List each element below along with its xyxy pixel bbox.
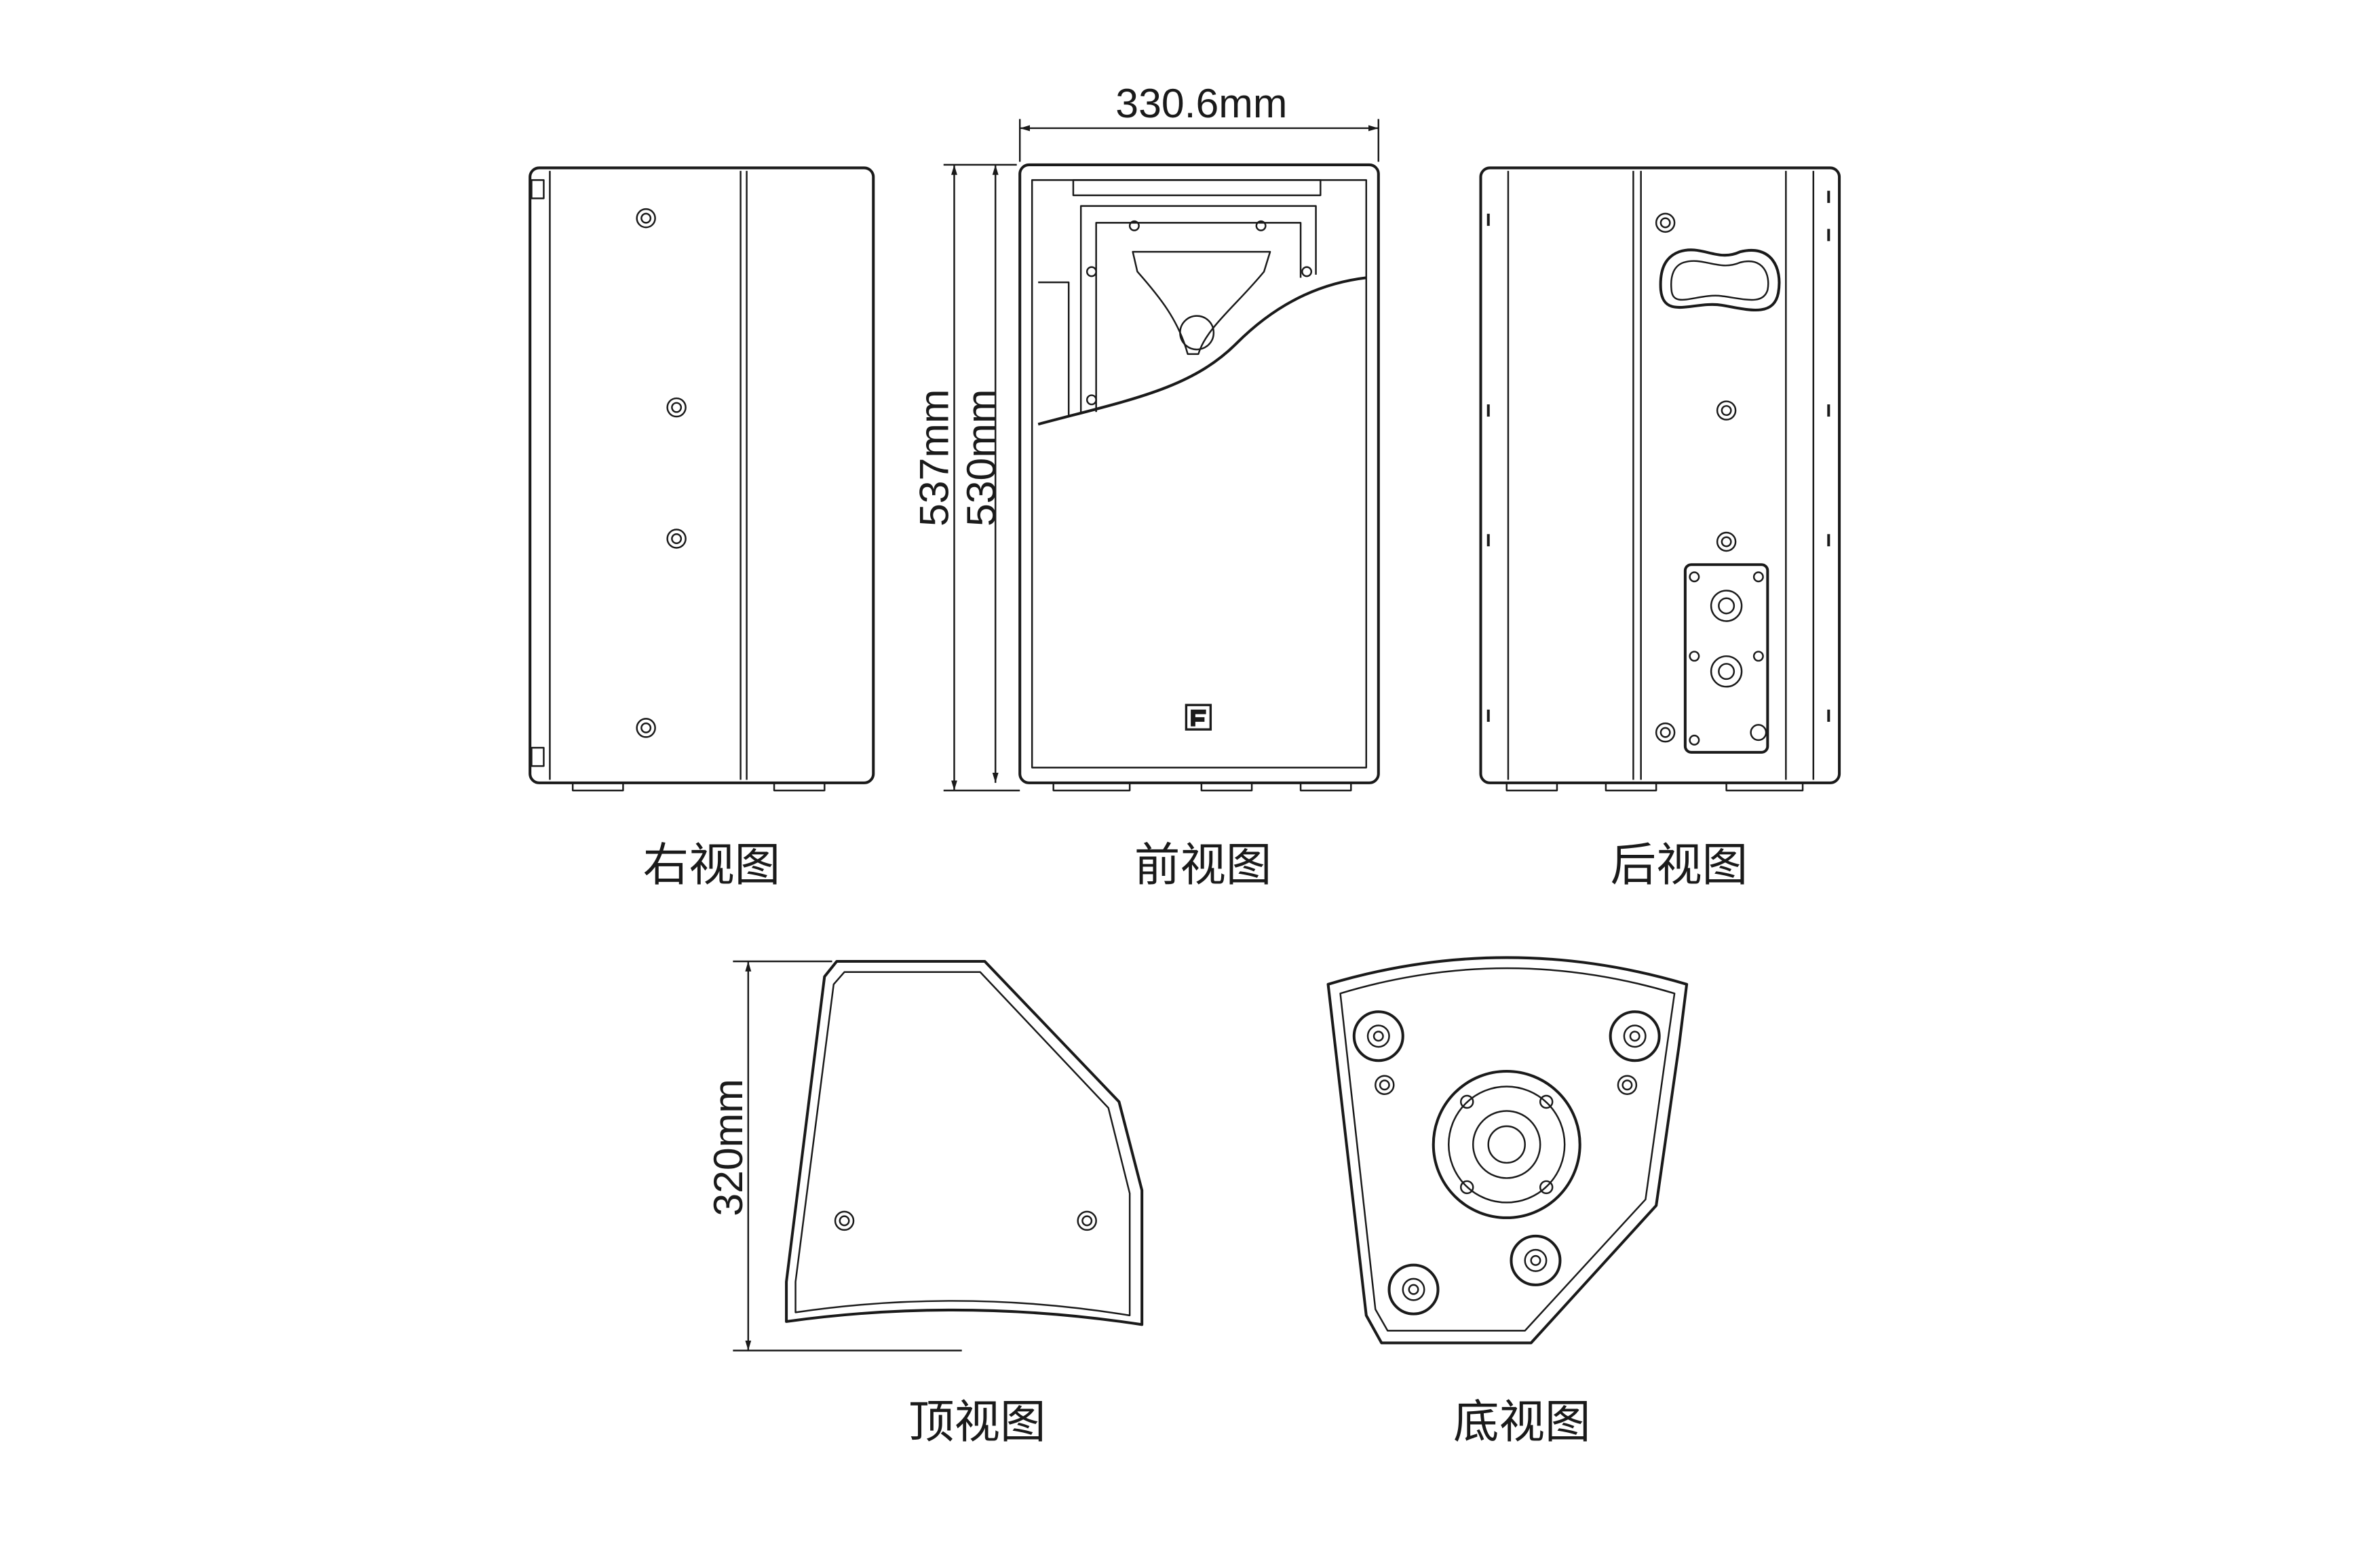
screw-icon	[1655, 212, 1767, 743]
width-dimension: 330.6mm	[1018, 80, 1380, 162]
height-dimension: 537mm 530mm	[910, 164, 1020, 792]
foot	[1605, 782, 1657, 792]
foot	[1299, 782, 1352, 792]
rear-view-label: 后视图	[1611, 838, 1748, 891]
top-view	[733, 960, 1144, 1351]
input-panel	[1683, 563, 1769, 754]
bottom-view	[1326, 956, 1689, 1345]
handle	[1659, 248, 1781, 312]
total-height-label: 537mm	[910, 389, 957, 526]
front-view	[1018, 163, 1380, 792]
foot	[1052, 782, 1131, 792]
foot-icon	[1352, 1010, 1661, 1316]
right-view-label: 右视图	[643, 838, 780, 891]
bottom-view-label: 底视图	[1453, 1395, 1590, 1448]
side-marks	[1486, 191, 1830, 722]
cabinet-height-label: 530mm	[958, 389, 1004, 526]
foot	[571, 782, 624, 792]
depth-label: 320mm	[705, 1079, 751, 1216]
woofer-mount	[1432, 1069, 1581, 1219]
rear-view	[1479, 166, 1841, 792]
right-view	[529, 166, 875, 792]
front-view-label: 前视图	[1134, 838, 1271, 891]
foot	[1725, 782, 1804, 792]
foot	[1200, 782, 1253, 792]
screw-icon	[636, 208, 687, 738]
screw-icon	[1086, 220, 1313, 406]
width-label: 330.6mm	[1115, 80, 1287, 126]
top-view-label: 顶视图	[908, 1395, 1045, 1448]
foot	[1505, 782, 1558, 792]
foot	[773, 782, 826, 792]
depth-dimension: 320mm	[705, 960, 832, 1351]
